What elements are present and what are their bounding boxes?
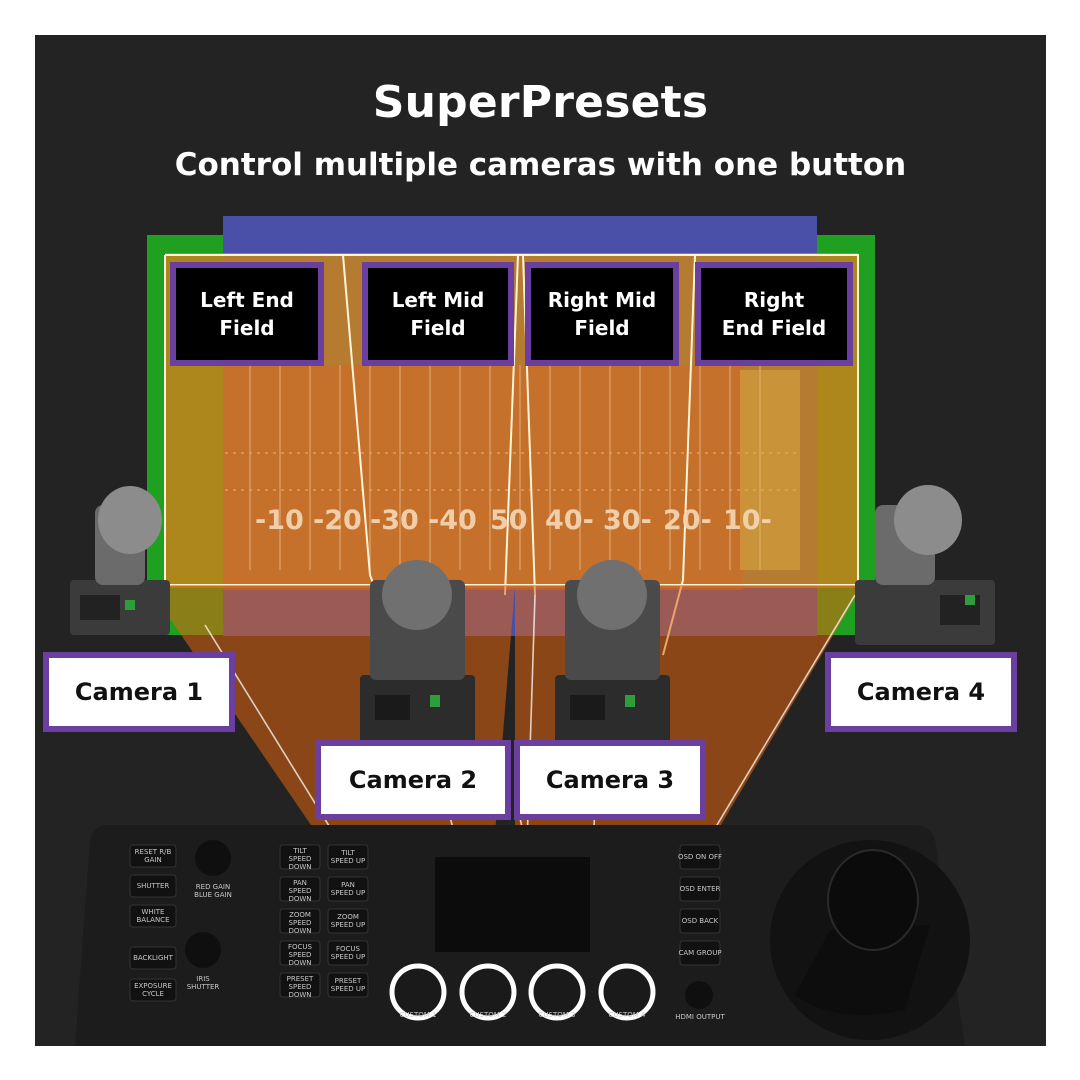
- controller-button-label: OSD ON OFF: [677, 853, 723, 861]
- camera-1-ptz: [70, 486, 170, 635]
- custom-button-label: CUSTOM 2: [469, 1011, 507, 1019]
- controller-button-label: FOCUS SPEED DOWN: [288, 943, 312, 967]
- controller-button-label: ZOOM SPEED UP: [330, 913, 366, 929]
- graphic-panel: SuperPresets Control multiple cameras wi…: [35, 35, 1046, 1046]
- yard-lines: [225, 365, 800, 570]
- controller-button-label: PRESET SPEED UP: [330, 977, 366, 993]
- yard-number: -10: [255, 505, 304, 536]
- controller-button-label: RESET R/B GAIN: [134, 848, 172, 864]
- controller-button-label: ZOOM SPEED DOWN: [288, 911, 312, 935]
- yard-number: 10-: [723, 505, 772, 536]
- custom-button-2[interactable]: [459, 963, 517, 1021]
- controller-knob-label: RED GAIN BLUE GAIN: [194, 883, 232, 899]
- field-label-line: Left Mid: [391, 288, 485, 312]
- custom-button-4[interactable]: [598, 963, 656, 1021]
- controller-knob-label: IRIS SHUTTER: [186, 975, 220, 991]
- controller-button-label: TILT SPEED DOWN: [288, 847, 312, 871]
- page-title: SuperPresets: [372, 77, 709, 128]
- controller-screen: [435, 857, 590, 952]
- custom-button-label: CUSTOM 1: [399, 1011, 437, 1019]
- hdmi-output-button[interactable]: [685, 981, 713, 1009]
- field-label-line: Left End: [200, 288, 294, 312]
- camera-label-4: Camera 4: [825, 652, 1017, 732]
- field-label-line: End Field: [721, 316, 827, 340]
- field-playing-surface: [223, 365, 743, 590]
- controller-button-label: OSD ENTER: [679, 885, 721, 893]
- yard-number: 50: [490, 505, 528, 536]
- page-subtitle: Control multiple cameras with one button: [174, 147, 907, 183]
- controller-button-label: HDMI OUTPUT: [675, 1013, 725, 1021]
- custom-button-label: CUSTOM 3: [538, 1011, 576, 1019]
- yard-number: -40: [428, 505, 477, 536]
- joystick-handle: [795, 925, 930, 1015]
- camera-label-3: Camera 3: [514, 740, 706, 820]
- controller-button-label: PAN SPEED UP: [330, 881, 366, 897]
- yard-number: -20: [313, 505, 362, 536]
- camera-4-ptz: [855, 485, 995, 645]
- field-label-line: Field: [574, 316, 630, 340]
- yard-number: 40-: [545, 505, 594, 536]
- custom-button-row: [389, 963, 713, 1021]
- camera-label-1: Camera 1: [43, 652, 235, 732]
- right-end-zone-highlight: [740, 370, 800, 570]
- scene-illustration: [70, 216, 995, 1046]
- controller-button-label: TILT SPEED UP: [330, 849, 366, 865]
- controller-button-label: WHITE BALANCE: [136, 908, 170, 924]
- field-label-line: Right: [743, 288, 805, 312]
- field-label-line: Field: [410, 316, 466, 340]
- controller-button-label: BACKLIGHT: [133, 954, 173, 962]
- custom-button-label: CUSTOM 4: [608, 1011, 646, 1019]
- controller-button-label: PRESET SPEED DOWN: [286, 975, 314, 999]
- controller-button-label: CAM GROUP: [678, 949, 722, 957]
- iris-knob: [185, 932, 221, 968]
- camera-3-ptz: [555, 560, 670, 750]
- yard-number: -30: [370, 505, 419, 536]
- controller-button-label: FOCUS SPEED UP: [330, 945, 366, 961]
- controller-button-label: SHUTTER: [136, 882, 170, 890]
- yard-number: 30-: [603, 505, 652, 536]
- rg-knob: [195, 840, 231, 876]
- camera-label-2: Camera 2: [315, 740, 511, 820]
- custom-button-1[interactable]: [389, 963, 447, 1021]
- field-label-line: Field: [219, 316, 275, 340]
- field-label-line: Right Mid: [547, 288, 657, 312]
- controller-button-label: EXPOSURE CYCLE: [134, 982, 172, 998]
- ptz-controller: [75, 825, 970, 1046]
- controller-button-label: OSD BACK: [681, 917, 719, 925]
- yard-number: 20-: [663, 505, 712, 536]
- camera-2-ptz: [360, 560, 475, 750]
- controller-button-label: PAN SPEED DOWN: [288, 879, 312, 903]
- custom-button-3[interactable]: [528, 963, 586, 1021]
- controller-button-grid: [129, 844, 721, 1002]
